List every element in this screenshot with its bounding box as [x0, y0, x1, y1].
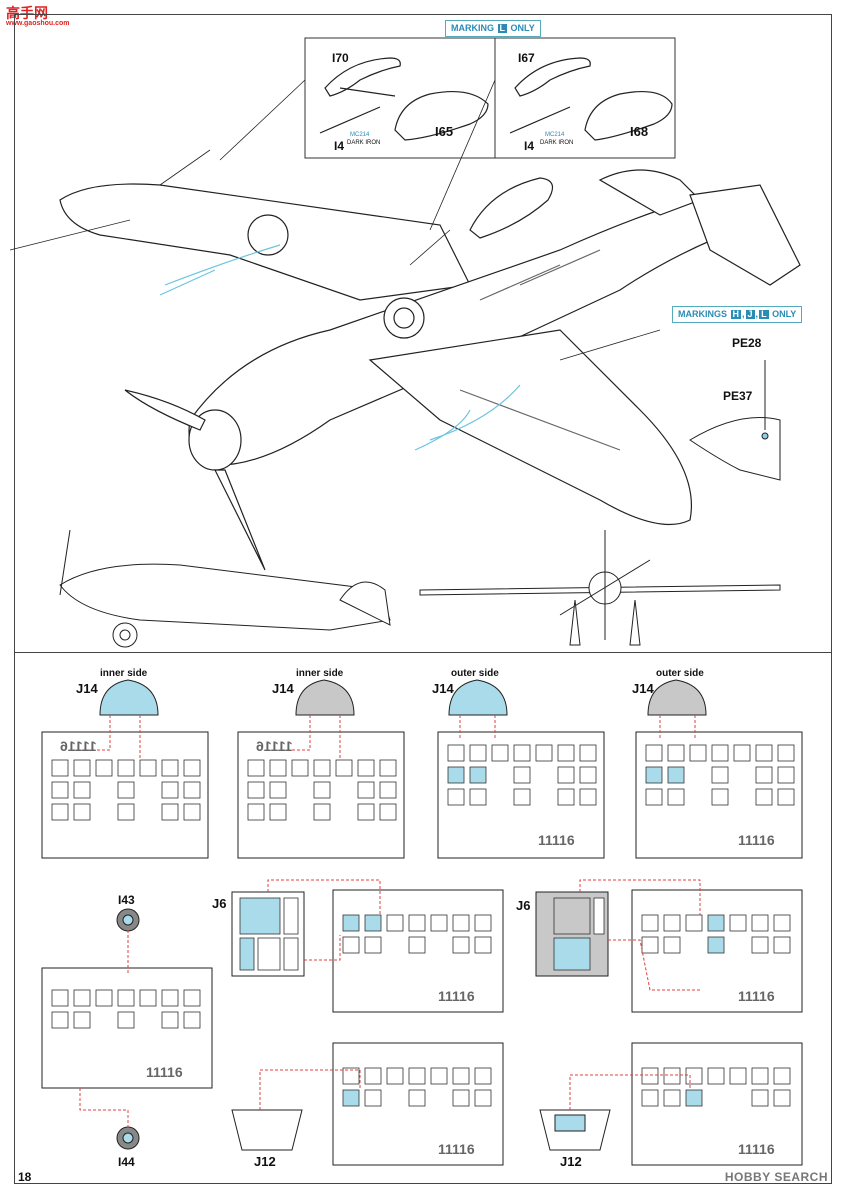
part-label-j6-b: J6 — [516, 898, 531, 913]
inner-side-label-1: inner side — [100, 668, 148, 679]
drop-tank-parts-left — [319, 57, 489, 141]
part-label-i43: I43 — [118, 893, 135, 907]
marking-l-only-badge: MARKING L ONLY — [445, 20, 541, 37]
section-divider — [14, 652, 832, 653]
badge-letter-h: H — [730, 309, 742, 319]
paint-name-right: DARK IRON — [540, 140, 574, 146]
j12-masks — [231, 1109, 611, 1151]
site-logo[interactable]: 高手网 www.gaoshou.com — [6, 6, 70, 28]
part-label-j12-b: J12 — [560, 1154, 582, 1169]
part-label-j14-1: J14 — [76, 681, 98, 696]
part-label-j14-2: J14 — [272, 681, 294, 696]
part-label-j14-3: J14 — [432, 681, 454, 696]
mask-number-6: 11116 — [438, 1141, 475, 1157]
canopy-mask-icons — [99, 679, 707, 716]
front-view — [419, 530, 781, 646]
part-label-j14-4: J14 — [632, 681, 654, 696]
inner-side-label-2: inner side — [296, 668, 344, 679]
badge-prefix: MARKINGS — [678, 309, 727, 319]
mask-number-2: 11116 — [738, 832, 775, 848]
aircraft-top-view — [59, 169, 801, 571]
fuel-line-callouts — [159, 244, 521, 451]
paint-code-left: MC214 — [350, 132, 370, 138]
mask-number-mirrored-2: 11116 — [256, 738, 293, 754]
mask-number-3: 11116 — [146, 1064, 183, 1080]
badge-letter-j: J — [745, 309, 755, 319]
page-frame — [14, 14, 832, 1184]
mask-number-5: 11116 — [738, 988, 775, 1004]
inset-box-right — [494, 37, 676, 159]
pe-detail-inset — [689, 360, 781, 481]
part-label-i4-right: I4 — [524, 139, 535, 153]
part-label-i44: I44 — [118, 1155, 135, 1169]
leader-lines — [9, 79, 661, 361]
mask-number-1: 11116 — [538, 832, 575, 848]
red-dashed-connectors — [70, 715, 701, 1128]
page-number: 18 — [18, 1170, 32, 1184]
paint-code-right: MC214 — [545, 132, 565, 138]
outer-side-label-1: outer side — [451, 668, 499, 679]
part-label-i4-left: I4 — [334, 139, 345, 153]
badge-suffix: ONLY — [772, 309, 797, 319]
badge-prefix: MARKING — [451, 23, 494, 33]
watermark: HOBBY SEARCH — [724, 1170, 828, 1184]
part-label-i68: I68 — [630, 124, 649, 139]
mask-cells — [51, 744, 795, 1107]
badge-letter: L — [497, 23, 508, 33]
site-logo-url: www.gaoshou.com — [6, 20, 70, 27]
part-label-pe28: PE28 — [732, 336, 762, 350]
mask-number-7: 11116 — [738, 1141, 775, 1157]
badge-letter-l: L — [759, 309, 769, 319]
part-label-i67: I67 — [518, 51, 535, 65]
part-label-i70: I70 — [332, 51, 349, 65]
part-label-j6-a: J6 — [212, 896, 227, 911]
site-logo-text: 高手网 — [6, 5, 48, 21]
side-profile — [59, 529, 391, 648]
outer-side-label-2: outer side — [656, 668, 704, 679]
drop-tank-parts-right — [509, 57, 673, 141]
mask-number-4: 11116 — [438, 988, 475, 1004]
j6-masks — [239, 897, 605, 971]
mask-number-mirrored-1: 11116 — [60, 738, 97, 754]
part-label-j12-a: J12 — [254, 1154, 276, 1169]
part-label-i65: I65 — [435, 124, 454, 139]
part-label-pe37: PE37 — [723, 389, 753, 403]
paint-name-left: DARK IRON — [347, 140, 381, 146]
markings-hjl-only-badge: MARKINGS H,J,L ONLY — [672, 306, 803, 323]
wheel-masks — [116, 908, 140, 1150]
badge-suffix: ONLY — [510, 23, 535, 33]
